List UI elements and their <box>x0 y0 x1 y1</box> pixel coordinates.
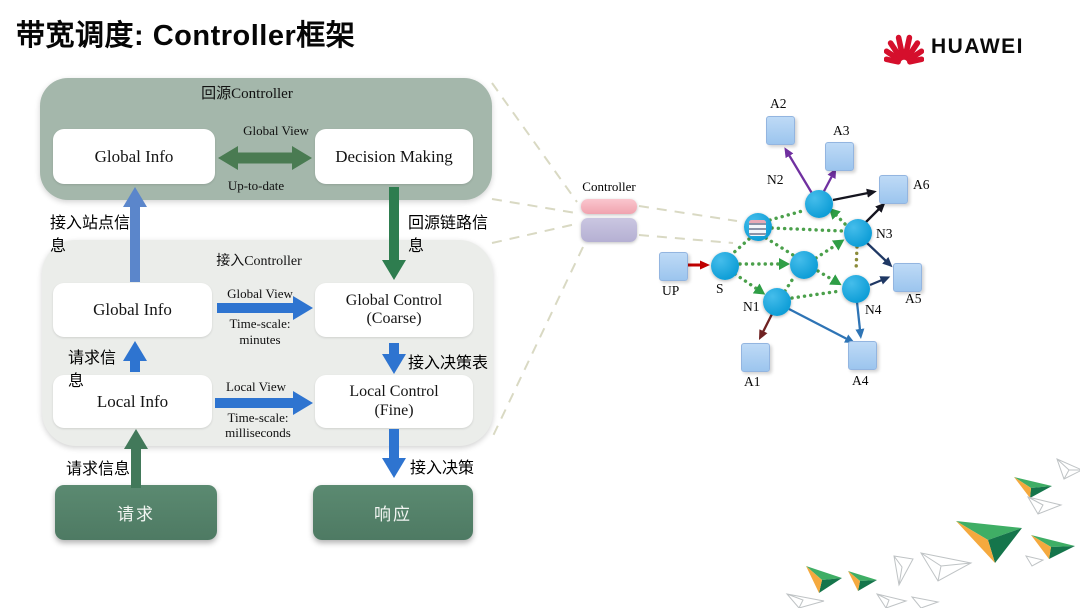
origin-controller-title: 回源Controller <box>201 86 293 102</box>
label-a5: A5 <box>905 291 922 306</box>
node-square-a2 <box>766 116 795 145</box>
access-site-info-label: 接入站点信息 <box>50 215 131 256</box>
global-timescale-value: minutes <box>239 332 281 347</box>
decor-wireframes <box>785 458 1080 608</box>
huawei-flower-icon <box>884 34 924 65</box>
node-square-up <box>659 252 688 281</box>
request-info-inner-label: 请求信息 <box>68 350 117 391</box>
global-info-box: Global Info <box>53 283 212 337</box>
decision-making-box: Decision Making <box>315 129 473 184</box>
response-box: 响应 <box>313 485 473 540</box>
request-info-outer-label: 请求信息 <box>66 461 131 478</box>
request-box: 请求 <box>55 485 217 540</box>
controller-fan-dashes <box>491 82 738 439</box>
controller-chip-purple <box>581 218 637 242</box>
label-a4: A4 <box>852 373 869 388</box>
access-decision-table-label: 接入决策表 <box>408 355 489 372</box>
up-to-date-label: Up-to-date <box>227 178 285 193</box>
controller-label: Controller <box>582 179 636 194</box>
label-a2: A2 <box>770 96 787 111</box>
global-control-box: Global Control (Coarse) <box>315 283 473 337</box>
global-view-label: Global View <box>227 286 293 301</box>
double-arrow <box>218 146 312 170</box>
flowchart-arrows <box>123 146 406 488</box>
controller-chip-pink <box>581 199 637 214</box>
node-square-a5 <box>893 263 922 292</box>
label-a3: A3 <box>833 123 850 138</box>
label-up: UP <box>662 283 680 298</box>
huawei-wordmark: HUAWEI <box>931 35 1024 58</box>
node-circle-n3 <box>844 219 872 247</box>
label-s: S <box>716 281 724 296</box>
label-n1: N1 <box>743 299 760 314</box>
network-dotted-edges <box>728 207 859 300</box>
node-square-a4 <box>848 341 877 370</box>
node-square-a1 <box>741 343 770 372</box>
access-decision-label: 接入决策 <box>410 460 475 477</box>
decor-tetrahedra <box>785 458 1080 608</box>
origin-link-info-label: 回源链路信息 <box>408 215 489 256</box>
page-title: 带宽调度: Controller框架 <box>16 20 356 52</box>
label-a1: A1 <box>744 374 761 389</box>
local-control-box: Local Control (Fine) <box>315 375 473 428</box>
local-info-box: Local Info <box>53 375 212 428</box>
local-timescale-value: milliseconds <box>225 425 291 440</box>
label-n2: N2 <box>767 172 784 187</box>
label-a6: A6 <box>913 177 930 192</box>
global-timescale-label: Time-scale: <box>229 316 291 331</box>
node-circle-controller-host <box>744 213 772 241</box>
label-n4: N4 <box>865 302 882 317</box>
global-control-line1: Global Control <box>345 291 443 309</box>
local-timescale-label: Time-scale: <box>227 410 289 425</box>
node-circle-s <box>711 252 739 280</box>
node-circle-n2 <box>805 190 833 218</box>
local-control-line2: (Fine) <box>374 401 414 419</box>
local-view-label: Local View <box>226 379 286 394</box>
node-circle-center <box>790 251 818 279</box>
label-n3: N3 <box>876 226 893 241</box>
global-view-top-label: Global View <box>243 123 309 138</box>
global-info-top-box: Global Info <box>53 129 215 184</box>
node-circle-n4 <box>842 275 870 303</box>
node-square-a3 <box>825 142 854 171</box>
node-square-a6 <box>879 175 908 204</box>
huawei-logo: HUAWEI <box>884 26 1024 68</box>
global-control-line2: (Coarse) <box>366 310 422 327</box>
node-circle-n1 <box>763 288 791 316</box>
local-control-line1: Local Control <box>349 383 439 401</box>
controller-host-icon <box>749 220 766 236</box>
access-controller-title: 接入Controller <box>216 254 302 269</box>
